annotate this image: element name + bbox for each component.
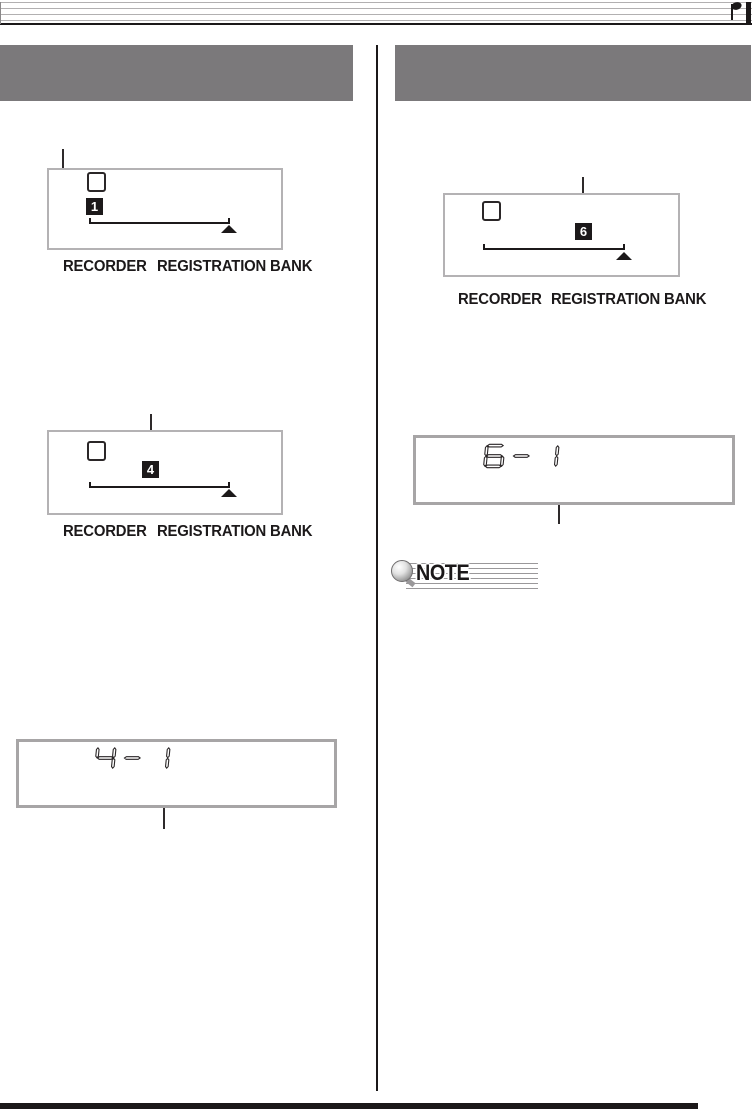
callout-line — [558, 505, 560, 524]
note-label: NOTE — [416, 560, 470, 585]
note-staff-lines — [406, 563, 538, 590]
recorder-label: RECORDER — [63, 523, 147, 540]
staff-line — [0, 20, 752, 21]
triangle-up-icon — [221, 225, 237, 233]
triangle-up-icon — [221, 489, 237, 497]
staff-line — [0, 8, 752, 9]
callout-line — [163, 808, 165, 829]
staff-end-barline — [746, 2, 751, 25]
quarter-note-icon — [731, 2, 742, 20]
bank-range-bracket — [483, 244, 625, 250]
registration-bank-label: REGISTRATION BANK — [157, 523, 313, 540]
recorder-lamp-box — [87, 172, 106, 192]
recorder-label: RECORDER — [458, 291, 542, 308]
staff-left-barline — [0, 2, 1, 24]
recorder-lamp-box — [87, 441, 106, 461]
lcd-display — [413, 435, 735, 505]
magnifier-icon — [391, 560, 413, 582]
indicator-panel — [47, 430, 283, 515]
bank-number-indicator: 1 — [86, 198, 103, 215]
lcd-display-value — [93, 745, 171, 771]
bank-number-indicator: 6 — [575, 223, 592, 240]
section-heading-bar-right — [395, 45, 751, 101]
page-header-staff — [0, 0, 754, 26]
note-badge: NOTE — [391, 559, 541, 593]
section-heading-bar-left — [0, 45, 353, 101]
staff-line — [0, 2, 752, 3]
staff-line — [0, 14, 752, 15]
recorder-lamp-box — [482, 201, 501, 221]
lcd-display — [16, 739, 337, 808]
triangle-up-icon — [616, 252, 632, 260]
registration-bank-label: REGISTRATION BANK — [551, 291, 707, 308]
indicator-panel — [47, 168, 283, 250]
lcd-display-value — [482, 443, 560, 469]
recorder-label: RECORDER — [63, 258, 147, 275]
bank-range-bracket — [89, 218, 230, 224]
column-divider — [376, 45, 378, 1091]
bank-range-bracket — [89, 482, 230, 488]
indicator-panel — [443, 193, 680, 277]
bank-number-indicator: 4 — [142, 461, 159, 478]
page-footer-bar — [0, 1103, 698, 1109]
registration-bank-label: REGISTRATION BANK — [157, 258, 313, 275]
staff-bottom-line — [0, 23, 752, 25]
